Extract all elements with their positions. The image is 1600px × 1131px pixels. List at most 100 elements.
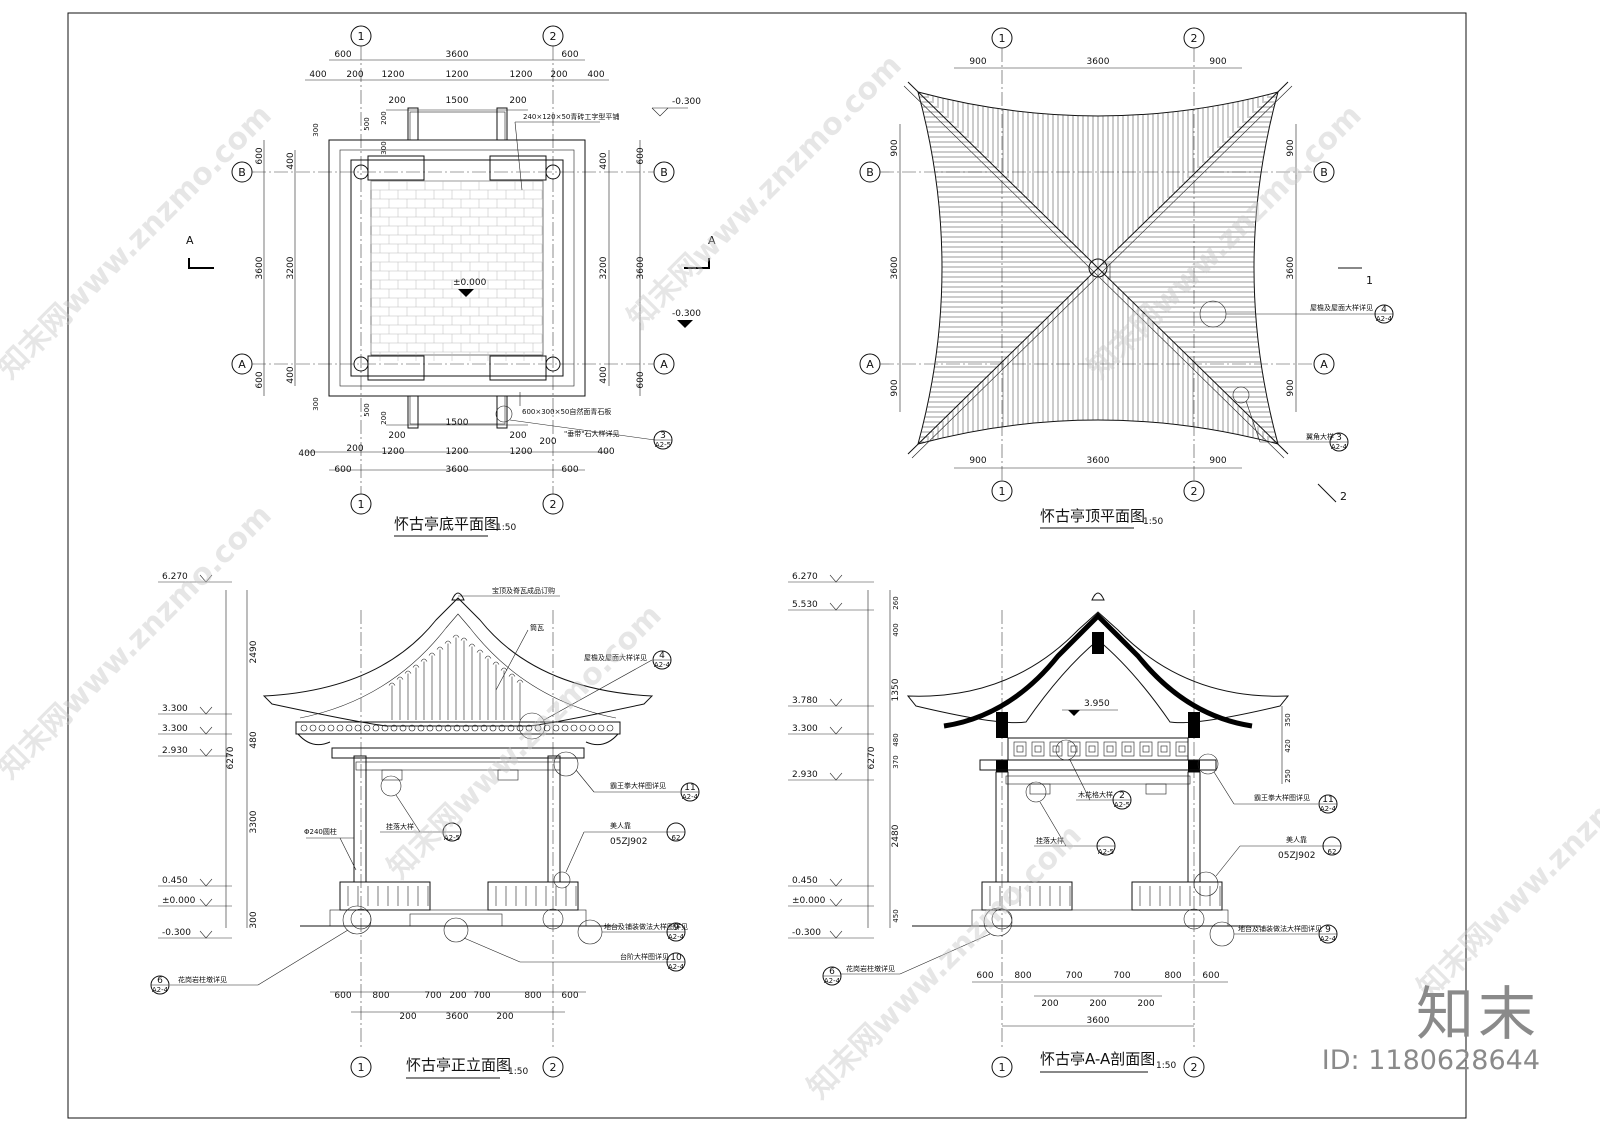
dim: 6270 [867, 746, 877, 769]
svg-text:B: B [866, 166, 874, 179]
brick-paving [370, 180, 544, 356]
callout-num: 9 [1325, 925, 1331, 935]
dim: 200 [449, 991, 466, 1001]
dim: 370 [892, 755, 900, 768]
dim: 3600 [1286, 256, 1296, 279]
callout-ref: A2-4 [1331, 443, 1348, 451]
callout-num: 10 [670, 953, 682, 963]
dim: 1200 [382, 70, 405, 80]
svg-text:2: 2 [550, 30, 557, 43]
svg-text:2: 2 [550, 1061, 557, 1074]
level-label: -0.300 [162, 928, 191, 938]
level-label: 6.270 [162, 572, 188, 582]
svg-text:2: 2 [1191, 32, 1198, 45]
dim: 2480 [891, 824, 901, 847]
svg-text:B: B [238, 166, 246, 179]
level-label: 3.300 [792, 724, 818, 734]
dim: 700 [1065, 971, 1082, 981]
note-stone: 600×300×50自然面青石板 [522, 407, 611, 416]
level-label: 6.270 [792, 572, 818, 582]
callout-num: 4 [659, 651, 665, 661]
dim: 200 [388, 96, 405, 106]
dim: 300 [249, 911, 259, 928]
callout-ref: A2-4 [1376, 315, 1393, 323]
dim: 200 [509, 431, 526, 441]
dim: 3600 [1087, 1016, 1110, 1026]
dim: 900 [1209, 57, 1226, 67]
watermark-text: 知末网www.znzmo.com [1411, 718, 1600, 1006]
note-guafang: 挂落大样 [1036, 836, 1064, 845]
note-paving: 240×120×50青砖工字型平铺 [523, 112, 619, 121]
elev-minus-2: -0.300 [672, 97, 701, 107]
dim: 480 [892, 733, 900, 746]
elevation-title: 怀古亭正立面图 [406, 1056, 511, 1074]
section-2: 2 [1340, 490, 1347, 503]
code: 05ZJ902 [1278, 851, 1315, 861]
callout-ref: A2-5 [1098, 848, 1114, 856]
brand-logo: 知末 ID: 1180628644 [1322, 983, 1540, 1077]
level-label: 5.530 [792, 600, 818, 610]
callout-num: 2 [1119, 791, 1125, 801]
dim: 600 [561, 991, 578, 1001]
dim: 200 [496, 1012, 513, 1022]
brand-name: 知末 [1415, 980, 1540, 1048]
note-column: Φ240圆柱 [304, 827, 337, 836]
note-top: 宝顶及脊瓦成品订购 [492, 586, 555, 595]
callout-ref: A2-5 [655, 441, 671, 449]
dim: 700 [424, 991, 441, 1001]
dim: 600 [334, 50, 351, 60]
plan-bottom: 1 2 1 2 B A B A [186, 25, 716, 537]
dim: 900 [969, 456, 986, 466]
dim: 900 [1286, 379, 1296, 396]
note-detail: "垂带"石大样详见 [564, 429, 619, 438]
svg-text:1: 1 [358, 30, 365, 43]
callout-num: 62 [1328, 848, 1337, 856]
svg-text:A: A [866, 358, 874, 371]
dim: 800 [372, 991, 389, 1001]
callout-ref: A2-5 [1114, 801, 1130, 809]
level-label: 2.930 [792, 770, 818, 780]
note-corner: 翼角大样 [1306, 432, 1334, 441]
callout-ref: A2-4 [1320, 935, 1337, 943]
dim: 300 [380, 141, 388, 154]
dim: 3600 [446, 1012, 469, 1022]
watermark-text: 知末网www.znzmo.com [621, 48, 909, 336]
dim: 500 [363, 403, 371, 416]
level-inner: 3.950 [1084, 699, 1110, 709]
note-tile: 筒瓦 [530, 623, 544, 632]
dim: 350 [1284, 713, 1292, 726]
svg-text:A: A [1320, 358, 1328, 371]
dim: 200 [509, 96, 526, 106]
watermark-text: 知末网www.znzmo.com [0, 498, 279, 786]
dim: 900 [1286, 139, 1296, 156]
dim: 1200 [382, 447, 405, 457]
dim: 200 [1041, 999, 1058, 1009]
note-bawang: 霸王拳大样图详见 [1254, 793, 1310, 802]
dim: 200 [399, 1012, 416, 1022]
dim: 1200 [446, 447, 469, 457]
dim: 3600 [446, 465, 469, 475]
note-bawang: 霸王拳大样图详见 [610, 781, 666, 790]
callout-ref: A2-4 [1320, 805, 1337, 813]
dim: 200 [346, 70, 363, 80]
dim: 1500 [446, 418, 469, 428]
callout-num: 11 [684, 783, 695, 793]
svg-text:A: A [660, 358, 668, 371]
callout-ref: A2-4 [668, 963, 685, 971]
dim: 700 [473, 991, 490, 1001]
note-steps: 台阶大样图详见 [620, 952, 669, 961]
section-1: 1 [1366, 274, 1373, 287]
dim: 250 [1284, 769, 1292, 782]
dim: 260 [892, 596, 900, 609]
note-roof: 屋檐及屋面大样详见 [1310, 303, 1373, 312]
svg-text:B: B [1320, 166, 1328, 179]
dim: 800 [524, 991, 541, 1001]
dim: 200 [1089, 999, 1106, 1009]
dim: 3600 [255, 256, 265, 279]
callout-num: 3 [660, 431, 666, 441]
callout-num: 4 [1381, 305, 1387, 315]
dim: 300 [312, 397, 320, 410]
callout-ref: A2-4 [824, 977, 841, 985]
callout-ref: A2-5 [444, 834, 460, 842]
